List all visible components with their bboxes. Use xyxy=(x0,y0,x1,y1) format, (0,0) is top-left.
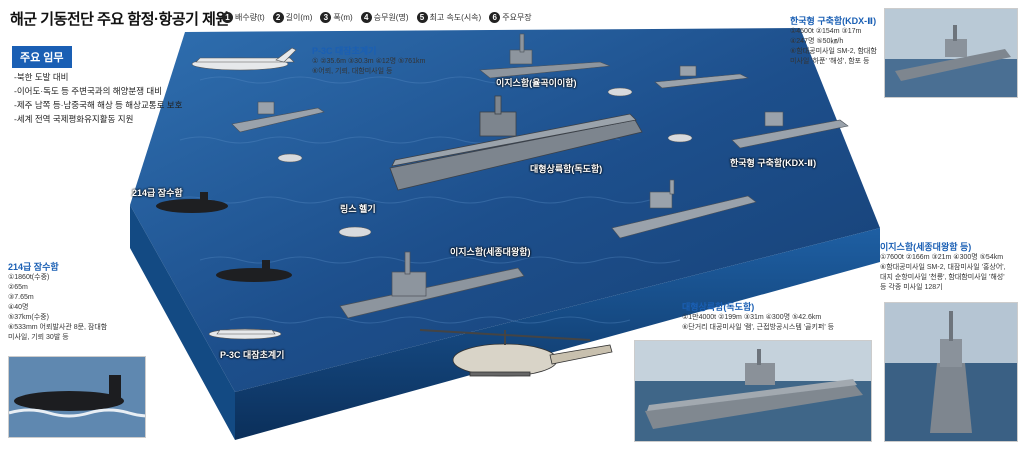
label-kdx2: 한국형 구축함(KDX-Ⅱ) xyxy=(730,158,817,168)
spec-lines: ①4500t ②154m ③17m ④247명 ⑤50㎞/h ⑥함대공미사일 S… xyxy=(790,27,877,67)
kdx2-photo xyxy=(884,8,1018,98)
mission-item: -제주 남쪽 등·남중국해 해상 등 해상교통로 보호 xyxy=(14,100,183,110)
ship-sejong xyxy=(339,251,525,319)
label-sub214: 214급 잠수함 xyxy=(132,188,183,198)
spec-line: 등 각종 미사일 128기 xyxy=(880,284,943,291)
label-p3c-bottom: P-3C 대잠초계기 xyxy=(220,350,285,360)
spec-lines: ①7600t ②166m ③21m ④300명 ⑤54km ⑥함대공미사일 SM… xyxy=(880,253,1020,293)
legend-label: 주요무장 xyxy=(502,13,532,22)
spec-line: ①7600t ②166m ③21m ④300명 ⑤54km xyxy=(880,254,1004,261)
spec-line: ②65m xyxy=(8,284,28,291)
legend-label: 최고 속도(시속) xyxy=(429,13,482,22)
legend-label: 승무원(명) xyxy=(373,13,409,22)
ship-kdx2-right xyxy=(731,111,849,149)
lynx-helicopter-large xyxy=(419,329,613,377)
spec-title: 대형상륙함(독도함) xyxy=(682,302,755,312)
dokdo-spec: 대형상륙함(독도함) ①1만4000t ②199m ③31m ④300명 ⑤42… xyxy=(682,300,834,333)
p3c-spec: P-3C 대잠초계기 ① ②35.6m ③30.3m ④12명 ⑤761km ⑥… xyxy=(312,44,425,77)
spec-line: 대지 순항미사일 '천룡', 함대함미사일 '해성' xyxy=(880,274,1005,281)
spec-lines: ① ②35.6m ③30.3m ④12명 ⑤761km ⑥어뢰, 기뢰, 대함미… xyxy=(312,57,425,77)
spec-line: 미사일, 기뢰 30발 등 xyxy=(8,334,69,341)
spec-lines: ①1만4000t ②199m ③31m ④300명 ⑤42.6km ⑥단거리 대… xyxy=(682,313,834,333)
label-aegis-yulgok: 이지스함(율곡이이함) xyxy=(496,78,577,88)
spec-line: ①1860t(수중) xyxy=(8,274,50,281)
spec-title: P-3C 대잠초계기 xyxy=(312,46,377,56)
submarine-top xyxy=(156,199,228,213)
spec-title: 이지스함(세종대왕함 등) xyxy=(880,242,972,252)
mission-list: -북한 도발 대비 -이어도·독도 등 주변국과의 해양분쟁 대비 -제주 남쪽… xyxy=(14,70,182,126)
ship-mid-right xyxy=(611,179,757,239)
spec-line: ①1만4000t ②199m ③31m ④300명 ⑤42.6km xyxy=(682,314,822,321)
legend-label: 배수량(t) xyxy=(235,13,265,22)
number-marker-icon: 4 xyxy=(360,12,372,23)
sea-surface xyxy=(130,28,880,392)
legend-label: 길이(m) xyxy=(285,13,313,22)
submarine-bottom xyxy=(216,268,292,282)
label-aegis-sejong: 이지스함(세종대왕함) xyxy=(450,247,531,257)
ship-kdx2-top xyxy=(654,65,750,89)
spec-line: ⑥함대공미사일 SM-2, 대잠미사일 '홍상어', xyxy=(880,264,1006,271)
sejong-spec: 이지스함(세종대왕함 등) ①7600t ②166m ③21m ④300명 ⑤5… xyxy=(880,240,1020,293)
sea-left-face xyxy=(130,205,235,440)
number-marker-icon: 2 xyxy=(272,12,284,23)
mission-badge: 주요 임무 xyxy=(12,46,72,68)
label-dokdo: 대형상륙함(독도함) xyxy=(530,164,603,174)
label-lynx: 링스 헬기 xyxy=(340,204,376,214)
spec-lines: ①1860t(수중) ②65m ③7.65m ④40명 ⑤37km(수중) ⑥5… xyxy=(8,273,107,343)
ship-yulgok xyxy=(479,33,611,79)
spec-line: ⑤37km(수중) xyxy=(8,314,49,321)
spec-title: 214급 잠수함 xyxy=(8,262,59,272)
sejong-photo xyxy=(884,302,1018,442)
spec-line: ⑥함대공미사일 SM-2, 함대함 xyxy=(790,48,877,55)
number-marker-icon: 3 xyxy=(320,12,332,23)
sea-front-face xyxy=(235,228,880,440)
number-marker-icon: 6 xyxy=(489,12,501,23)
number-marker-icon: 5 xyxy=(416,12,428,23)
mission-item: -북한 도발 대비 xyxy=(14,72,69,82)
number-marker-icon: 1 xyxy=(222,12,233,23)
sub214-spec: 214급 잠수함 ①1860t(수중) ②65m ③7.65m ④40명 ⑤37… xyxy=(8,260,107,343)
spec-line: ④247명 ⑤50㎞/h xyxy=(790,38,844,45)
spec-line: ⑥어뢰, 기뢰, 대함미사일 등 xyxy=(312,68,393,75)
spec-title: 한국형 구축함(KDX-Ⅱ) xyxy=(790,16,877,26)
ship-dokdo xyxy=(389,95,643,191)
spec-line: ⑥533mm 어뢰발사관 8문, 잠대함 xyxy=(8,324,108,331)
dokdo-photo xyxy=(634,340,872,442)
spec-line: ⑥단거리 대공미사일 '램', 근접방공시스템 '골키퍼' 등 xyxy=(682,324,835,331)
spec-line: ③7.65m xyxy=(8,294,34,301)
page-title: 해군 기동전단 주요 함정·항공기 제원 xyxy=(10,11,229,28)
sub214-photo xyxy=(8,356,146,438)
legend-label: 폭(m) xyxy=(333,13,353,22)
spec-line: ①4500t ②154m ③17m xyxy=(790,28,862,35)
spec-line: ① ②35.6m ③30.3m ④12명 ⑤761km xyxy=(312,58,426,65)
ship-left-top xyxy=(231,101,325,133)
p3c-top xyxy=(191,47,297,71)
kdx2-spec: 한국형 구축함(KDX-Ⅱ) ①4500t ②154m ③17m ④247명 ⑤… xyxy=(790,14,877,67)
p3c-bottom xyxy=(208,328,282,340)
spec-line: 미사일 '하푼' '해성', 함포 등 xyxy=(790,58,870,65)
mission-item: -세계 전역 국제평화유지활동 지원 xyxy=(14,114,134,124)
spec-line: ④40명 xyxy=(8,304,29,311)
helicopter-small xyxy=(277,87,693,238)
mission-item: -이어도·독도 등 주변국과의 해양분쟁 대비 xyxy=(14,86,163,96)
